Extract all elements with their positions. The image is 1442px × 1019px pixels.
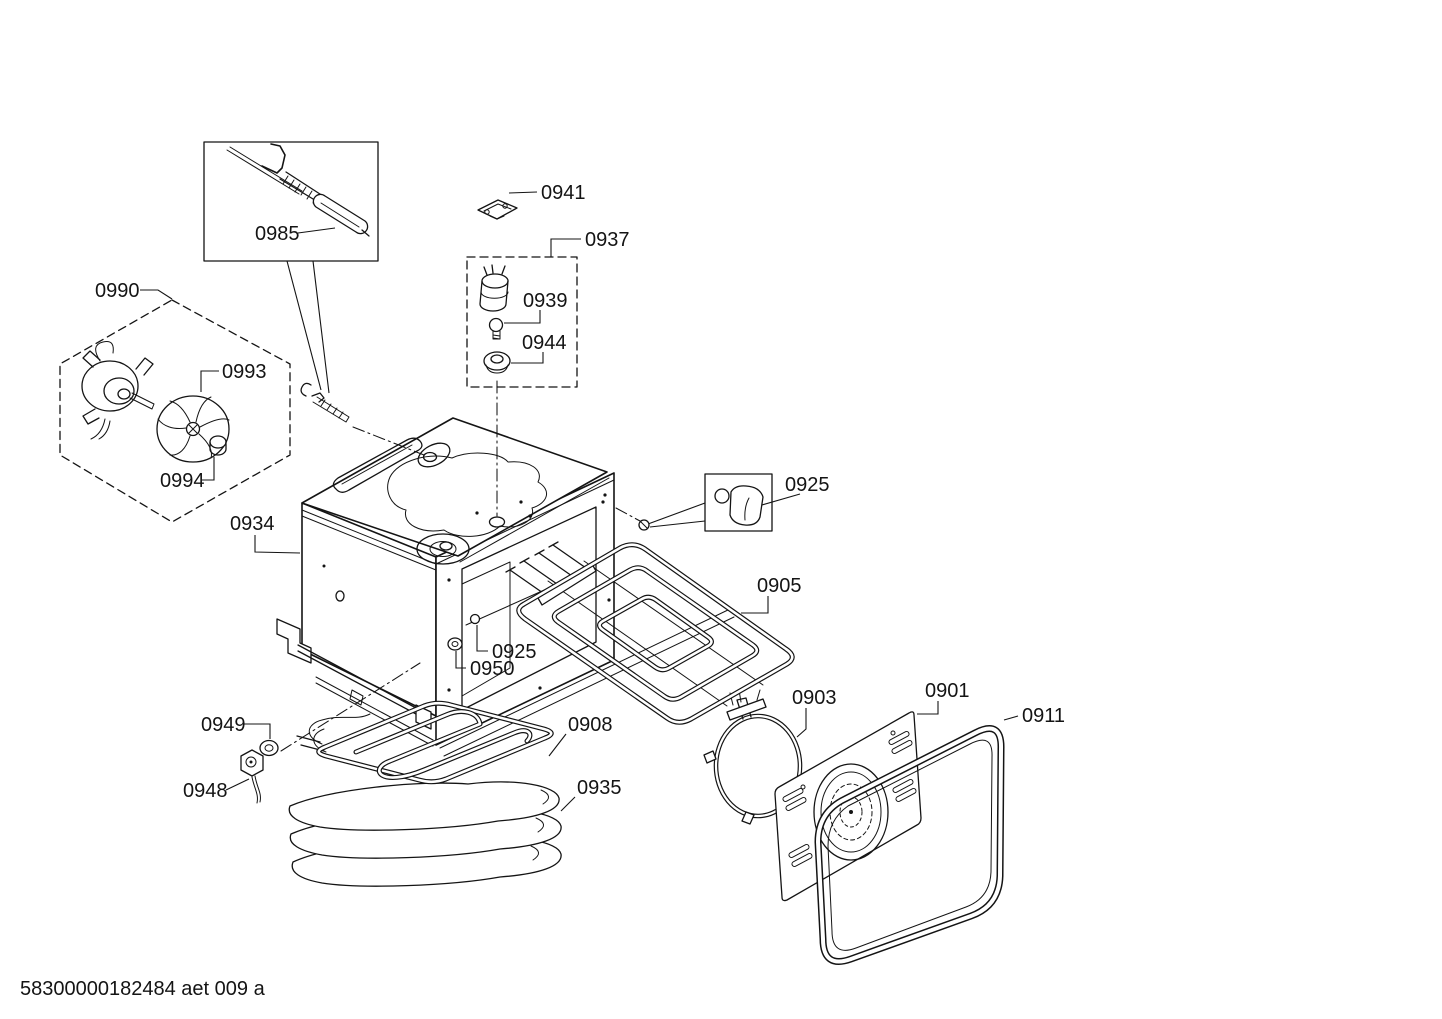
part-label-0901: 0901 (925, 680, 970, 702)
part-label-0939: 0939 (523, 290, 568, 312)
lamp-seal-0944 (483, 351, 511, 371)
part-label-0948: 0948 (183, 780, 228, 802)
oven-cavity-0934 (276, 417, 735, 757)
lamp-assembly-0937 (479, 264, 511, 374)
part-label-0950: 0950 (470, 658, 515, 680)
fan-assembly-dashed-outline (59, 299, 291, 523)
part-label-0905: 0905 (757, 575, 802, 597)
lamp-bulb (488, 317, 504, 333)
cap-0925 (638, 485, 764, 531)
cavity-opening (461, 506, 597, 711)
part-label-0941: 0941 (541, 182, 586, 204)
part-label-0937: 0937 (585, 229, 630, 251)
part-label-0925-cap: 0925 (785, 474, 830, 496)
part-labels: 0985 0990 0993 0994 0934 0941 0937 0939 … (95, 182, 1065, 812)
lamp-assembly-dashed-box (466, 256, 578, 388)
bottom-element-0908 (296, 700, 554, 785)
part-label-0903: 0903 (792, 687, 837, 709)
document-code: 58300000182484 aet 009 a (20, 978, 266, 1000)
part-label-0985: 0985 (255, 223, 300, 245)
door-gasket-0911 (814, 725, 1005, 965)
fan-wheel-0993 (156, 395, 230, 463)
lamp-socket-0939 (481, 273, 509, 289)
assembly-axis-lines (280, 380, 641, 752)
part-label-0990: 0990 (95, 280, 140, 302)
part-label-0934: 0934 (230, 513, 275, 535)
grill-element-0905 (505, 541, 795, 725)
fan-motor-0990 (81, 341, 155, 440)
screw-0925 (469, 613, 481, 625)
part-label-0935: 0935 (577, 777, 622, 799)
part-label-0949: 0949 (201, 714, 246, 736)
bracket-0941 (477, 199, 518, 220)
part-label-0944: 0944 (522, 332, 567, 354)
part-label-0911: 0911 (1022, 705, 1065, 727)
vent-slots (782, 731, 917, 867)
fan-grille (813, 763, 889, 861)
fan-nut-0994 (209, 435, 227, 456)
probe-pin-leaders (286, 260, 350, 423)
part-label-0925-screw: 0925 (492, 641, 537, 663)
insulation-mat-0935 (288, 781, 562, 887)
sensor-0948-washer-0949 (240, 739, 279, 804)
part-label-0908: 0908 (568, 714, 613, 736)
part-label-0993: 0993 (222, 361, 267, 383)
washer-0949 (259, 739, 279, 757)
probe-detail-box (203, 141, 379, 262)
ring-element-0903 (703, 689, 803, 825)
grommet-0950 (447, 637, 463, 651)
part-label-0994: 0994 (160, 470, 205, 492)
probe-0985 (226, 143, 370, 237)
